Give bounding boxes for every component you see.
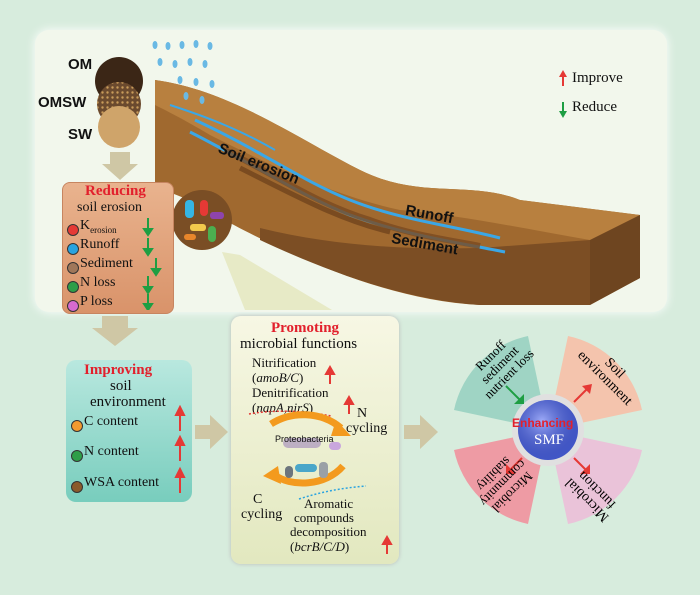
n-content-dot bbox=[71, 450, 83, 462]
k-erosion-label: Kerosion bbox=[80, 218, 117, 235]
sediment-label: Sediment bbox=[80, 256, 133, 271]
proteobacteria-label: Proteobacteria bbox=[275, 434, 334, 444]
raindrops bbox=[152, 40, 215, 104]
p-loss-label: P loss bbox=[80, 294, 113, 309]
c-content-label: C content bbox=[84, 414, 139, 429]
sw-disc bbox=[98, 106, 140, 148]
c-content-dot bbox=[71, 420, 83, 432]
improving-subtitle-2: environment bbox=[90, 394, 166, 410]
improving-title: Improving bbox=[84, 362, 153, 378]
c-cycling-label-1: C bbox=[253, 492, 263, 507]
n-loss-dot bbox=[67, 281, 79, 293]
k-erosion-dot bbox=[67, 224, 79, 236]
n-loss-label: N loss bbox=[80, 275, 116, 290]
reducing-subtitle: soil erosion bbox=[77, 200, 142, 215]
arrow-down-icon-2 bbox=[92, 316, 138, 346]
runoff-label: Runoff bbox=[80, 237, 120, 252]
label-omsw: OMSW bbox=[38, 94, 87, 111]
legend-reduce: Reduce bbox=[572, 99, 617, 115]
c-cycling-label-2: cycling bbox=[241, 507, 283, 522]
improving-box bbox=[66, 360, 192, 502]
aromatic-label-1: Aromatic bbox=[304, 496, 354, 511]
reducing-title: Reducing bbox=[85, 183, 146, 199]
runoff-dot bbox=[67, 243, 79, 255]
wheel-center-title: Enhancing bbox=[512, 416, 574, 430]
arrow-down-icon bbox=[102, 152, 138, 180]
improve-arrows bbox=[174, 405, 186, 493]
n-cycling-label-2: cycling bbox=[346, 421, 388, 436]
legend-improve: Improve bbox=[572, 70, 623, 86]
reduce-arrows bbox=[142, 218, 162, 310]
improving-subtitle-1: soil bbox=[110, 378, 132, 394]
aromatic-genes: (bcrB/C/D) bbox=[290, 539, 350, 554]
nitrification-label: Nitrification bbox=[252, 355, 317, 370]
promoting-title: Promoting bbox=[271, 320, 340, 336]
label-sw: SW bbox=[68, 126, 93, 143]
denitrification-label: Denitrification bbox=[252, 385, 329, 400]
wsa-content-dot bbox=[71, 481, 83, 493]
n-content-label: N content bbox=[84, 444, 139, 459]
aromatic-label-2: compounds bbox=[294, 510, 354, 525]
p-loss-dot bbox=[67, 300, 79, 312]
wsa-content-label: WSA content bbox=[84, 475, 160, 490]
label-om: OM bbox=[68, 56, 93, 73]
promoting-subtitle: microbial functions bbox=[240, 336, 358, 352]
reducing-box bbox=[62, 182, 174, 314]
promoting-graphics bbox=[248, 364, 393, 554]
arrow-right-icon-2 bbox=[404, 415, 438, 449]
wheel-center-sub: SMF bbox=[534, 432, 565, 448]
aromatic-label-3: decomposition bbox=[290, 524, 367, 539]
n-cycling-label-1: N bbox=[357, 406, 368, 421]
sediment-dot bbox=[67, 262, 79, 274]
arrow-right-icon-1 bbox=[195, 415, 228, 449]
nitrification-genes: (amoB/C) bbox=[252, 370, 304, 385]
